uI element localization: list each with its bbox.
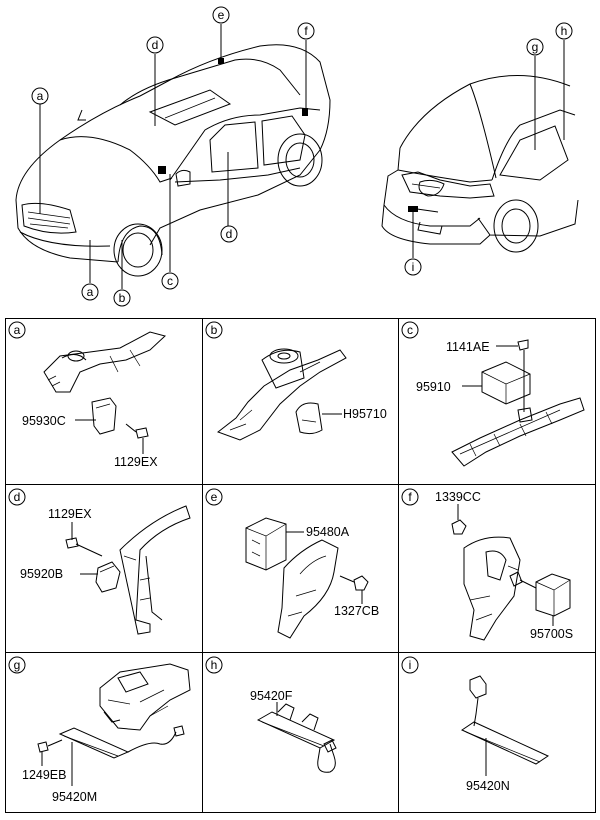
bolt-1129EX-a <box>135 427 149 439</box>
module-95700S <box>535 573 571 617</box>
svg-text:f: f <box>304 24 308 38</box>
svg-text:a: a <box>87 285 94 299</box>
sensor-bar-95420M <box>58 727 130 759</box>
harness-h <box>317 743 336 773</box>
panel-grid <box>5 318 596 813</box>
connector-i <box>469 675 487 699</box>
part-label-1141AE: 1141AE <box>446 340 490 354</box>
module-95910 <box>481 361 531 405</box>
callout-a-top: a <box>31 87 49 105</box>
panel-f: f 1339CC 95700S <box>401 488 573 641</box>
svg-text:i: i <box>409 658 412 672</box>
part-label-1129EX-a: 1129EX <box>114 455 158 469</box>
part-label-95420M: 95420M <box>52 790 97 804</box>
callout-h: h <box>555 22 573 40</box>
part-label-1129EX-d: 1129EX <box>48 507 92 521</box>
svg-text:e: e <box>211 490 218 504</box>
harness-g <box>127 731 177 753</box>
callout-d-top: d <box>146 36 164 54</box>
bracket-h-1 <box>277 703 295 721</box>
callout-i: i <box>404 258 422 276</box>
svg-text:b: b <box>119 291 126 305</box>
unit-H95710 <box>295 402 323 435</box>
panel-e-housing <box>277 539 339 639</box>
svg-text:d: d <box>14 490 21 504</box>
nut-1327CB <box>353 575 369 591</box>
svg-text:d: d <box>152 38 159 52</box>
module-95480A <box>245 517 287 571</box>
part-label-95700S: 95700S <box>530 627 573 641</box>
svg-text:g: g <box>14 658 21 672</box>
panel-d: d 1129EX 95920B <box>8 488 191 635</box>
panel-b: b H95710 <box>205 321 387 441</box>
sensor-95930C <box>91 397 117 435</box>
svg-text:i: i <box>412 260 415 274</box>
sensor-bar-95420F <box>256 711 336 749</box>
svg-text:h: h <box>561 24 568 38</box>
front-callouts <box>39 24 308 289</box>
part-label-1339CC: 1339CC <box>435 490 481 504</box>
svg-text:c: c <box>407 323 413 337</box>
callout-g: g <box>526 38 544 56</box>
part-label-95420F: 95420F <box>250 689 293 703</box>
svg-text:h: h <box>211 658 218 672</box>
front-car-illustration <box>15 44 331 277</box>
panel-c: c 1141AE 95910 <box>401 321 585 467</box>
panel-h: h 95420F <box>205 656 337 773</box>
bolt-1141AE <box>517 339 529 351</box>
rear-car-illustration <box>381 74 579 253</box>
svg-text:b: b <box>211 323 218 337</box>
bolt-1249EB <box>37 741 49 753</box>
svg-text:a: a <box>14 323 21 337</box>
panel-e: e 95480A 1327CB <box>205 488 379 639</box>
svg-text:g: g <box>532 40 539 54</box>
svg-text:d: d <box>226 227 233 241</box>
svg-text:e: e <box>218 8 225 22</box>
panel-f-housing <box>463 536 523 641</box>
panel-i: i 95420N <box>401 656 550 793</box>
panel-b-bracket <box>216 348 347 441</box>
svg-text:a: a <box>37 89 44 103</box>
part-label-95920B: 95920B <box>20 567 63 581</box>
panel-a: a 95930C 1129EX <box>8 321 167 469</box>
bracket-h-2 <box>301 713 319 731</box>
part-label-95420N: 95420N <box>466 779 510 793</box>
bolt-1129EX-d <box>65 537 79 549</box>
callout-d-bottom: d <box>220 225 238 243</box>
part-label-1327CB: 1327CB <box>334 604 379 618</box>
sensor-bar-95420N <box>460 721 550 765</box>
nut-1339CC <box>451 519 467 535</box>
panel-a-bracket <box>43 331 167 393</box>
part-label-95930C: 95930C <box>22 414 66 428</box>
panel-g-console <box>99 663 191 731</box>
part-label-95480A: 95480A <box>306 525 350 539</box>
svg-text:f: f <box>408 490 412 504</box>
part-label-1249EB: 1249EB <box>22 768 66 782</box>
panel-c-rail <box>451 397 585 467</box>
part-label-H95710: H95710 <box>343 407 387 421</box>
part-label-95910: 95910 <box>416 380 451 394</box>
callout-c: c <box>161 272 179 290</box>
callout-a-bottom: a <box>81 283 99 301</box>
callout-f: f <box>297 22 315 40</box>
rear-callouts <box>412 40 565 258</box>
callout-e: e <box>212 6 230 24</box>
callout-b: b <box>113 289 131 307</box>
svg-text:c: c <box>167 274 173 288</box>
sensor-95920B <box>95 561 121 593</box>
panel-g: g 1249EB 95420M <box>8 656 191 804</box>
panel-d-pillar <box>119 505 191 635</box>
